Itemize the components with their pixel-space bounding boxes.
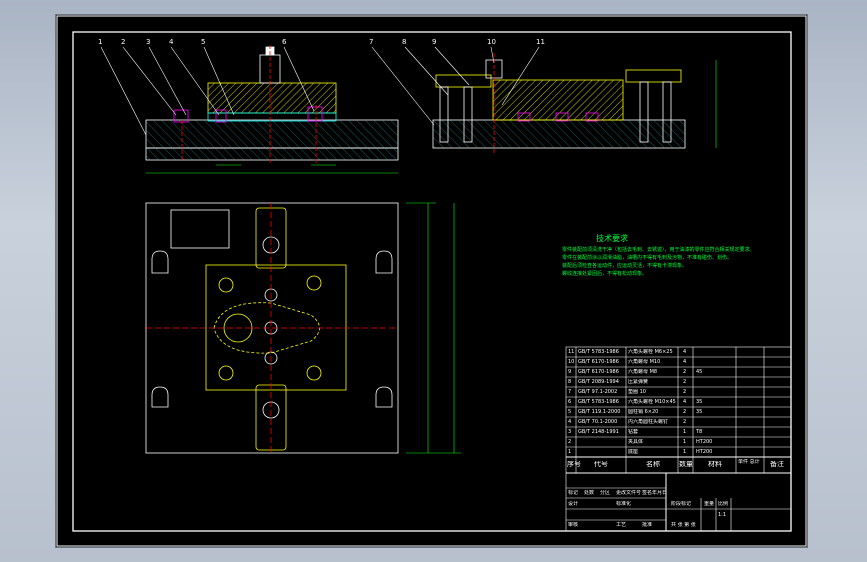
front-view: [145, 45, 399, 174]
tb-approve: 批准: [642, 522, 653, 528]
tb-design: 设计: [568, 501, 579, 507]
bom-name: 六角头螺栓 M6×25: [628, 349, 673, 355]
bom-qty: 4: [683, 349, 687, 355]
bom-no: 10: [568, 359, 575, 365]
bom-name: 压紧弹簧: [628, 379, 649, 385]
top-view: [145, 202, 461, 454]
bom-code: GB/T 6170-1986: [578, 359, 619, 365]
bom-mat: 35: [696, 409, 703, 415]
balloon-10: 10: [487, 38, 496, 46]
bom-mat: HT200: [696, 439, 713, 445]
balloon-8: 8: [402, 38, 407, 46]
bom-name: 内六角圆柱头螺钉: [628, 419, 669, 425]
bom-mat: HT200: [696, 449, 713, 455]
side-view: [432, 53, 717, 155]
bom-code: GB/T 97.1-2002: [578, 389, 618, 395]
tb-standardization: 标准化: [616, 501, 632, 507]
tb-review: 审核: [568, 522, 579, 528]
bom-no: 9: [568, 369, 572, 375]
balloon-11: 11: [536, 38, 545, 46]
bom-code: GB/T 70.1-2000: [578, 419, 618, 425]
balloon-9: 9: [432, 38, 437, 46]
tb-signature: 签名: [642, 490, 653, 496]
tb-weight: 重量: [704, 501, 715, 507]
bom-header-code: 代号: [594, 461, 608, 467]
tech-note-line: 零件装配前须清洗干净（包括去毛刺、去锈迹），用于油漆的零件应符合相关规定要求。: [562, 247, 755, 253]
bom-header-weight: 单件 总计: [738, 459, 760, 465]
bom-name: 圆柱销 6×20: [628, 409, 659, 415]
bom-no: 4: [568, 419, 572, 425]
bom-header-remark: 备注: [770, 461, 784, 467]
bom-name: 六角螺母 M10: [628, 359, 661, 365]
balloon-4: 4: [169, 38, 174, 46]
bom-name: 钻套: [628, 429, 639, 435]
bom-mat: 45: [696, 369, 703, 375]
bom-qty: 2: [683, 409, 687, 415]
bom-header-seq: 序号: [567, 461, 581, 467]
tb-sheets: 共 张 第 张: [671, 522, 696, 528]
bom-header-qty: 数量: [679, 461, 693, 467]
bom-qty: 2: [683, 419, 687, 425]
bom-code: GB/T 2089-1994: [578, 379, 619, 385]
bom-qty: 2: [683, 369, 687, 375]
tb-scale-label: 比例: [718, 501, 729, 507]
bom-no: 6: [568, 399, 572, 405]
bom-header-name: 名称: [646, 461, 660, 467]
bom-code: GB/T 5783-1986: [578, 399, 619, 405]
balloon-6: 6: [282, 38, 287, 46]
bom-qty: 4: [683, 399, 687, 405]
bom-qty: 1: [683, 439, 687, 445]
bom-name: 垫圈 10: [628, 389, 646, 395]
bom-mat: 35: [696, 399, 703, 405]
tb-change-doc: 更改文件号: [616, 490, 642, 496]
bom-header-material: 材料: [708, 461, 722, 467]
tech-notes-title: 技术要求: [596, 234, 628, 243]
tb-scale-value: 1:1: [718, 512, 727, 518]
tech-note-line: 装配后须检查各运动件，应运动灵活，不得有卡滞现象。: [562, 263, 688, 269]
balloon-1: 1: [98, 38, 103, 46]
bom-qty: 1: [683, 429, 687, 435]
tb-count: 处数: [584, 490, 595, 496]
bom-qty: 2: [683, 389, 687, 395]
bom-code: GB/T 119.1-2000: [578, 409, 621, 415]
tb-mark: 标记: [568, 490, 579, 496]
bom-name: 六角头螺栓 M10×45: [628, 399, 676, 405]
bom-code: GB/T 6170-1986: [578, 369, 619, 375]
cad-drawing: [56, 15, 807, 547]
bom-grid: [565, 346, 792, 532]
bom-no: 7: [568, 389, 572, 395]
bom-no: 2: [568, 439, 572, 445]
bom-code: GB/T 5783-1986: [578, 349, 619, 355]
bom-code: GB/T 2148-1991: [578, 429, 619, 435]
bom-no: 11: [568, 349, 575, 355]
bom-name: 六角螺母 M8: [628, 369, 658, 375]
tb-date: 年月日: [652, 490, 668, 496]
bom-name: 底座: [628, 449, 639, 455]
bom-no: 8: [568, 379, 572, 385]
leader-lines: [100, 46, 540, 136]
drawing-sheet: 1 2 3 4 5 6 7 8 9 10 11 技术要求 零件装配前须清洗干净（…: [56, 15, 807, 547]
bom-no: 3: [568, 429, 572, 435]
bom-qty: 1: [683, 449, 687, 455]
tech-note-line: 螺纹连接处紧固后，不得有松动现象。: [562, 271, 648, 277]
balloon-7: 7: [369, 38, 374, 46]
tb-stage-mark: 阶段标记: [671, 501, 692, 507]
bom-mat: T8: [696, 429, 703, 435]
bom-name: 夹具体: [628, 439, 644, 445]
bom-qty: 4: [683, 359, 687, 365]
bom-no: 5: [568, 409, 572, 415]
tech-note-line: 零件在装配前涂以润滑油脂，油槽内不得有毛刺及污物，不准有碰伤、划伤。: [562, 255, 733, 261]
balloon-3: 3: [146, 38, 151, 46]
balloon-5: 5: [201, 38, 206, 46]
bom-qty: 2: [683, 379, 687, 385]
bom-no: 1: [568, 449, 572, 455]
tb-zone: 分区: [600, 490, 611, 496]
tb-process: 工艺: [616, 522, 627, 528]
balloon-2: 2: [121, 38, 126, 46]
